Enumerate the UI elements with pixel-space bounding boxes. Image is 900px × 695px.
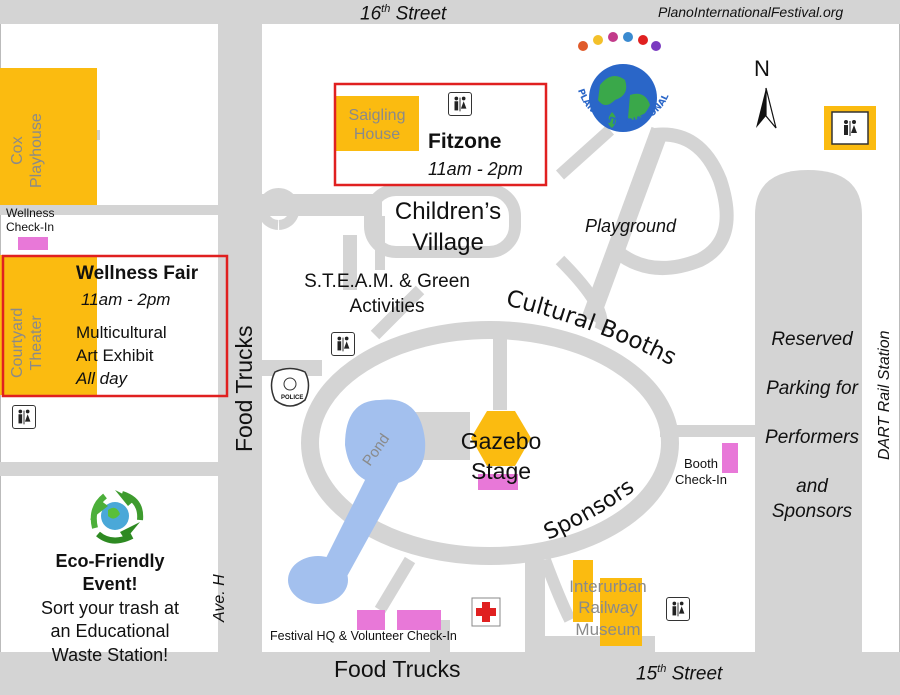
interurban-museum-building (600, 578, 642, 646)
restroom-icon (331, 332, 355, 356)
playground-label: Playground (585, 216, 677, 236)
street-16th-label: 16th Street (360, 3, 447, 25)
eco-message: Eco-Friendly Event! Sort your trash at a… (40, 551, 180, 665)
booth-checkin-label: Booth Check-In (674, 456, 728, 487)
restroom-icon (666, 597, 690, 621)
wellness-checkin-marker (18, 237, 48, 250)
wellness-fair-time: 11am - 2pm (81, 290, 171, 309)
art-exhibit-label: Multicultural Art Exhibit All day (76, 323, 167, 388)
first-aid-icon (471, 597, 501, 627)
restroom-icon (838, 116, 862, 140)
recycle-icon (90, 490, 144, 544)
road-16th-street (0, 0, 900, 24)
pond-shape (288, 399, 426, 604)
road-ave-h (218, 24, 262, 652)
courtyard-theater-building (0, 255, 97, 395)
saigling-house-label: Saigling House (348, 107, 406, 144)
police-label: POLICE (281, 395, 304, 401)
buildings (0, 68, 642, 646)
saigling-house-building (336, 96, 419, 151)
fitzone-highlight-box (333, 82, 548, 187)
steam-label: S.T.E.A.M. & Green Activities (304, 271, 470, 317)
booth-checkin-marker (722, 443, 738, 473)
hq-checkin-marker-2 (397, 610, 441, 630)
gazebo-stage-label: Gazebo Stage (460, 428, 542, 484)
police-badge-icon (270, 367, 310, 407)
restroom-icon (448, 92, 472, 116)
north-arrow-icon (756, 87, 777, 129)
wellness-fair-highlight-box (1, 254, 229, 398)
website-label: PlanoInternationalFestival.org (658, 4, 844, 20)
food-trucks-south-label: Food Trucks (334, 656, 461, 682)
festival-hq-label: Festival HQ & Volunteer Check-In (270, 629, 457, 643)
street-15th-label: 15th Street (636, 663, 723, 685)
gazebo-checkin-marker (478, 474, 518, 490)
road-15th-street (0, 652, 900, 695)
wellness-checkin-label: Wellness Check-In (6, 206, 55, 235)
paths (257, 125, 734, 623)
dart-rail-label: DART Rail Station (876, 330, 893, 460)
restroom-icon (12, 405, 36, 429)
festival-logo (578, 32, 661, 132)
gazebo-building (471, 411, 531, 466)
checkin-areas (18, 237, 738, 630)
courtyard-theater-label: Courtyard Theater (9, 307, 46, 378)
cox-playhouse-label: Cox Playhouse (9, 113, 46, 188)
fitzone-title: Fitzone (428, 130, 502, 153)
fitzone-time: 11am - 2pm (428, 159, 523, 179)
childrens-village-label: Children’s Village (394, 198, 502, 257)
wellness-fair-title: Wellness Fair (76, 263, 199, 284)
cox-playhouse-building (0, 68, 97, 205)
north-label: N (754, 56, 770, 81)
interurban-museum-label: Interurban Railway Museum (569, 577, 647, 639)
reserved-parking-label: Reserved Parking for Performers and Spon… (765, 329, 859, 522)
food-trucks-west-label: Food Trucks (231, 325, 257, 452)
hq-checkin-marker-1 (357, 610, 385, 630)
